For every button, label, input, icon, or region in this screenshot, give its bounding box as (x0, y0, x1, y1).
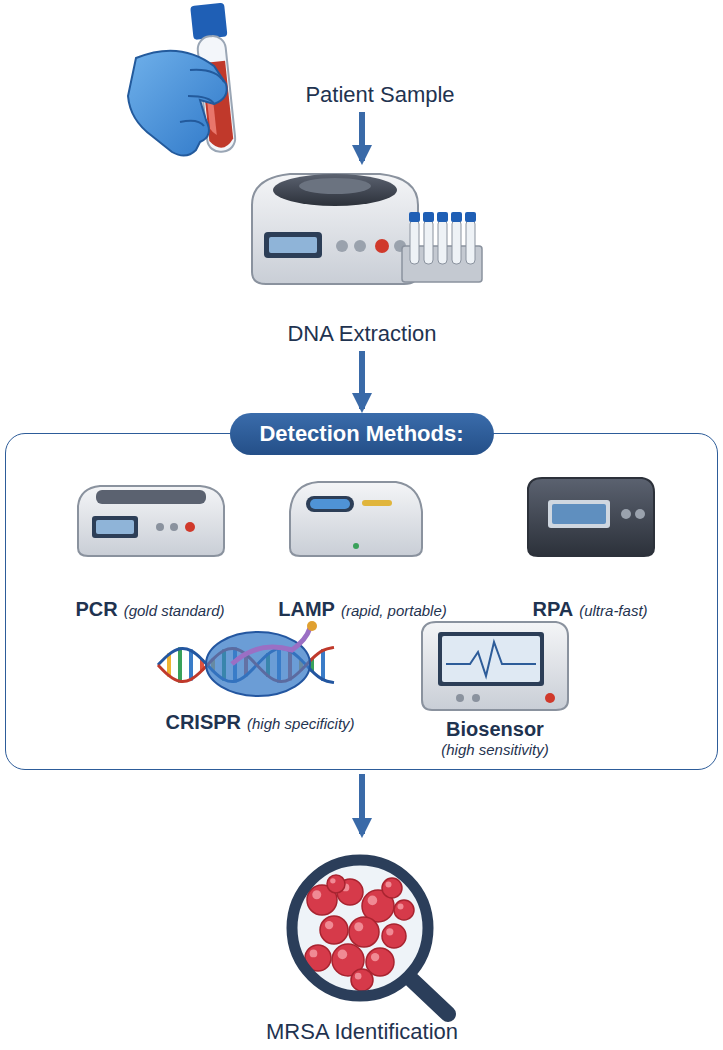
tube-rack (402, 212, 482, 282)
flow-arrow (359, 112, 365, 161)
node-label: RPA (532, 598, 573, 620)
crispr-complex (158, 621, 334, 696)
node-label: Biosensor (394, 718, 596, 741)
node-label: MRSA Identification (216, 1019, 508, 1045)
node-sublabel: (ultra-fast) (579, 602, 647, 619)
stage-box: DNA Extraction (216, 165, 508, 347)
rpa-device (528, 478, 654, 556)
method-box: PCR (gold standard) (34, 473, 266, 621)
flow-arrow (359, 351, 365, 409)
node-sublabel: (gold standard) (124, 602, 225, 619)
method-box: LAMP (rapid, portable) (244, 473, 481, 621)
stage-label: Patient Sample (284, 74, 476, 108)
method-box: RPA (ultra-fast) (479, 473, 701, 621)
lamp-device (290, 482, 422, 556)
node-label: DNA Extraction (216, 321, 508, 347)
text-wrap: Biosensor(high sensitivity) (394, 718, 596, 758)
node-sublabel: (high specificity) (247, 715, 355, 732)
pcr-device (78, 486, 224, 556)
text-wrap: RPA (ultra-fast) (479, 598, 701, 621)
node-label: PCR (75, 598, 117, 620)
node-label: Patient Sample (284, 82, 476, 108)
centrifuge (252, 174, 418, 284)
biosensor-device (422, 622, 568, 710)
text-wrap: DNA Extraction (216, 321, 508, 347)
text-wrap: Patient Sample (284, 82, 476, 108)
magnifier-bacteria (292, 860, 448, 1014)
flow-arrow (359, 774, 365, 834)
method-group: Detection Methods: PCR (gold standard) LAMP… (5, 413, 718, 770)
method-box: Biosensor(high sensitivity) (394, 612, 596, 758)
group-heading: Detection Methods: (229, 413, 493, 455)
node-label: CRISPR (165, 711, 241, 733)
method-box: CRISPR (high specificity) (124, 612, 396, 734)
text-wrap: CRISPR (high specificity) (124, 711, 396, 734)
result-box: MRSA Identification (216, 838, 508, 1045)
node-sublabel: (high sensitivity) (394, 741, 596, 758)
node-sublabel: (rapid, portable) (341, 602, 447, 619)
hand-with-tube (128, 3, 239, 156)
text-wrap: MRSA Identification (216, 1019, 508, 1045)
node-label: LAMP (278, 598, 335, 620)
text-wrap: LAMP (rapid, portable) (244, 598, 481, 621)
text-wrap: PCR (gold standard) (34, 598, 266, 621)
